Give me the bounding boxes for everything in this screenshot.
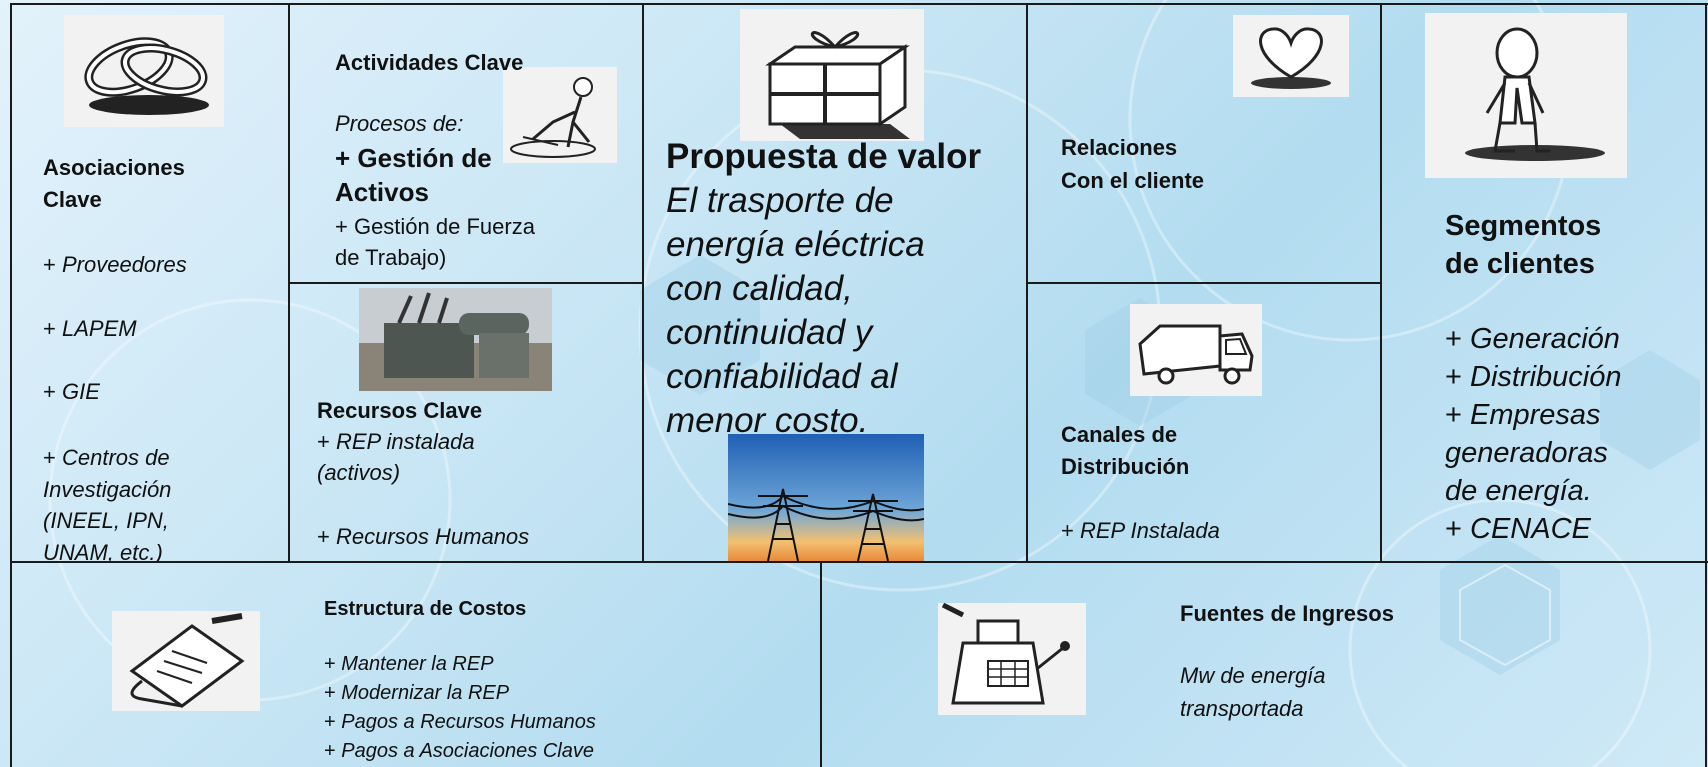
cash-register-icon: [938, 603, 1086, 715]
partners-title-l1: Asociaciones: [43, 155, 185, 180]
partners-item-2: + LAPEM: [43, 316, 137, 341]
segments-title-l2: de clientes: [1445, 248, 1595, 280]
partners-title-l2: Clave: [43, 187, 102, 212]
resources-item1-l2: (activos): [317, 460, 401, 485]
value-line-5: confiabilidad al: [666, 357, 898, 396]
value-line-4: continuidad y: [666, 313, 873, 352]
divider-v-bottom: [820, 561, 822, 767]
divider-h-bottom: [10, 561, 1708, 563]
resources-title: Recursos Clave: [317, 398, 483, 423]
activities-item1-l2: Activos: [335, 177, 429, 207]
heart-icon: [1233, 15, 1349, 97]
partners-item-4-l3: (INEEL, IPN,: [43, 508, 169, 533]
costs-title: Estructura de Costos: [324, 598, 527, 620]
value-block: Propuesta de valor El trasporte de energ…: [644, 5, 1026, 561]
resources-item1-l1: + REP instalada: [317, 429, 475, 454]
segments-item-5: de energía.: [1445, 475, 1592, 507]
frame-left: [10, 3, 12, 767]
partners-block: Asociaciones Clave + Proveedores + LAPEM…: [12, 5, 288, 561]
value-line-1: El trasporte de: [666, 181, 894, 220]
truck-icon: [1130, 304, 1262, 396]
activities-item1-l1: + Gestión de: [335, 143, 492, 173]
channels-block: Canales de Distribución + REP Instalada: [1028, 284, 1380, 561]
channels-item: + REP Instalada: [1061, 518, 1220, 543]
segments-item-1: + Generación: [1445, 323, 1620, 355]
segments-item-2: + Distribución: [1445, 361, 1622, 393]
power-towers-photo: [728, 434, 924, 561]
activities-subtitle: Procesos de:: [335, 111, 464, 136]
divider-h-relations: [1026, 282, 1382, 284]
partners-item-4-l2: Investigación: [43, 477, 172, 502]
revenue-title: Fuentes de Ingresos: [1180, 601, 1394, 626]
partners-item-3: + GIE: [43, 379, 100, 404]
value-line-3: con calidad,: [666, 269, 853, 308]
transformer-photo: [359, 288, 552, 391]
partners-item-1: + Proveedores: [43, 252, 187, 277]
segments-block: Segmentos de clientes + Generación + Dis…: [1382, 5, 1705, 561]
value-line-6: menor costo.: [666, 401, 869, 440]
resources-block: Recursos Clave + REP instalada (activos)…: [290, 284, 642, 561]
activities-item2-l1: + Gestión de Fuerza: [335, 214, 535, 239]
costs-item-4: + Pagos a Asociaciones Clave: [324, 740, 594, 762]
receipt-icon: [112, 611, 260, 711]
divider-h-activities: [288, 282, 644, 284]
channels-title-l1: Canales de: [1061, 422, 1178, 447]
relations-block: Relaciones Con el cliente: [1028, 5, 1380, 282]
frame-top: [10, 3, 1708, 5]
activities-title: Actividades Clave: [335, 50, 524, 75]
partners-item-4-l1: + Centros de: [43, 445, 170, 470]
segments-title-l1: Segmentos: [1445, 210, 1602, 242]
activities-block: Actividades Clave Procesos de: + Gestión…: [290, 5, 642, 282]
relations-title-l1: Relaciones: [1061, 135, 1178, 160]
value-title: Propuesta de valor: [666, 137, 982, 176]
activities-item2-l2: de Trabajo): [335, 245, 447, 270]
costs-item-2: + Modernizar la REP: [324, 682, 510, 704]
value-line-2: energía eléctrica: [666, 225, 925, 264]
segments-item-4: generadoras: [1445, 437, 1608, 469]
revenue-line-2: transportada: [1180, 696, 1304, 721]
segments-item-6: + CENACE: [1445, 513, 1591, 545]
person-icon: [1425, 13, 1627, 178]
worker-icon: [503, 67, 617, 163]
gift-icon: [740, 9, 924, 141]
costs-item-1: + Mantener la REP: [324, 653, 494, 675]
costs-item-3: + Pagos a Recursos Humanos: [324, 711, 596, 733]
relations-title-l2: Con el cliente: [1061, 168, 1205, 193]
revenue-line-1: Mw de energía: [1180, 663, 1326, 688]
segments-item-3: + Empresas: [1445, 399, 1601, 431]
frame-right: [1705, 3, 1707, 767]
costs-block: Estructura de Costos + Mantener la REP +…: [12, 563, 820, 767]
channels-title-l2: Distribución: [1061, 454, 1190, 479]
rings-icon: [64, 15, 224, 127]
revenue-block: Fuentes de Ingresos Mw de energía transp…: [822, 563, 1705, 767]
partners-item-4-l4: UNAM, etc.): [43, 540, 163, 561]
resources-item2: + Recursos Humanos: [317, 524, 530, 549]
